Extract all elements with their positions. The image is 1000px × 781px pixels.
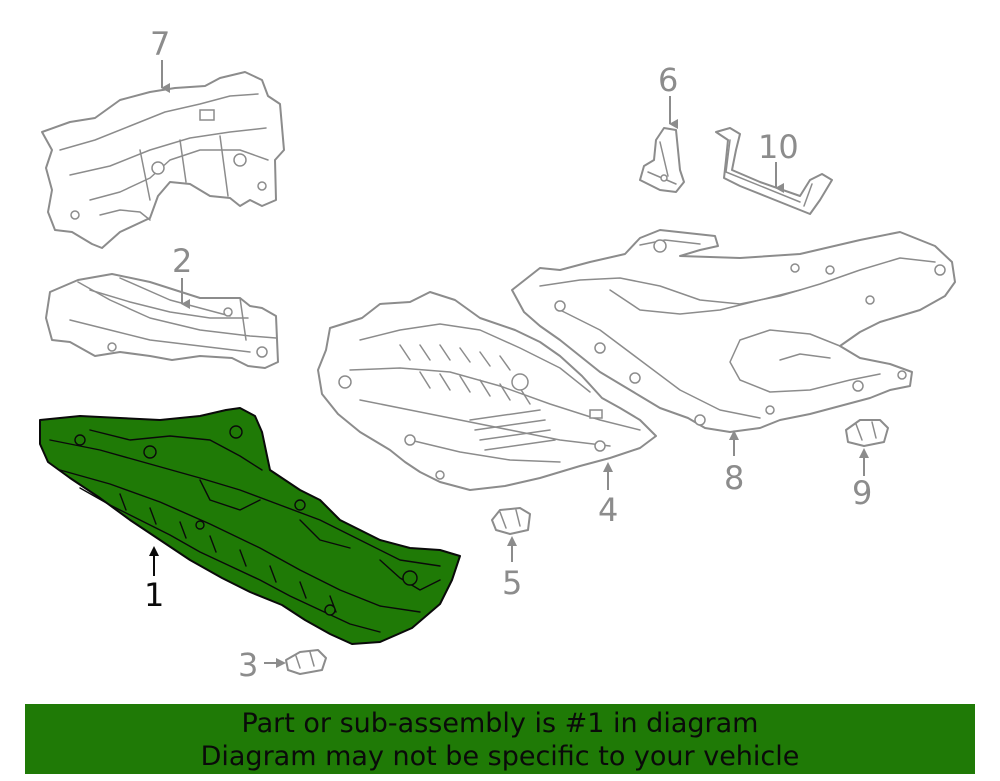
- callout-4: 4: [598, 491, 618, 529]
- part-6-bracket[interactable]: [639, 127, 685, 193]
- part-4-center-shield[interactable]: [317, 291, 657, 491]
- arrow-3: [276, 658, 286, 668]
- arrow-4: [603, 462, 613, 472]
- callout-6: 6: [658, 61, 678, 99]
- info-banner: Part or sub-assembly is #1 in diagram Di…: [25, 704, 975, 774]
- part-8-rear-panel[interactable]: [511, 229, 956, 433]
- callout-7: 7: [150, 25, 170, 63]
- arrow-1: [149, 546, 159, 556]
- callout-1: 1: [144, 576, 164, 614]
- callout-9: 9: [852, 474, 872, 512]
- arrow-5: [507, 536, 517, 546]
- part-7-shield[interactable]: [41, 71, 285, 249]
- banner-line-1: Part or sub-assembly is #1 in diagram: [241, 708, 759, 739]
- part-1-lower-splash-shield[interactable]: [39, 407, 461, 645]
- parts-diagram: 7 2 1 3: [39, 25, 956, 684]
- part-2-shield[interactable]: [45, 273, 279, 369]
- part-3-clip[interactable]: [285, 649, 327, 675]
- part-9-clip[interactable]: [845, 419, 889, 447]
- callout-2: 2: [172, 242, 192, 280]
- callout-5: 5: [502, 564, 522, 602]
- callout-8: 8: [724, 459, 744, 497]
- arrow-8: [729, 430, 739, 440]
- banner-line-2: Diagram may not be specific to your vehi…: [200, 741, 800, 772]
- callout-10: 10: [758, 128, 799, 166]
- arrow-9: [859, 448, 869, 458]
- part-5-clip[interactable]: [491, 507, 531, 535]
- callout-3: 3: [238, 646, 258, 684]
